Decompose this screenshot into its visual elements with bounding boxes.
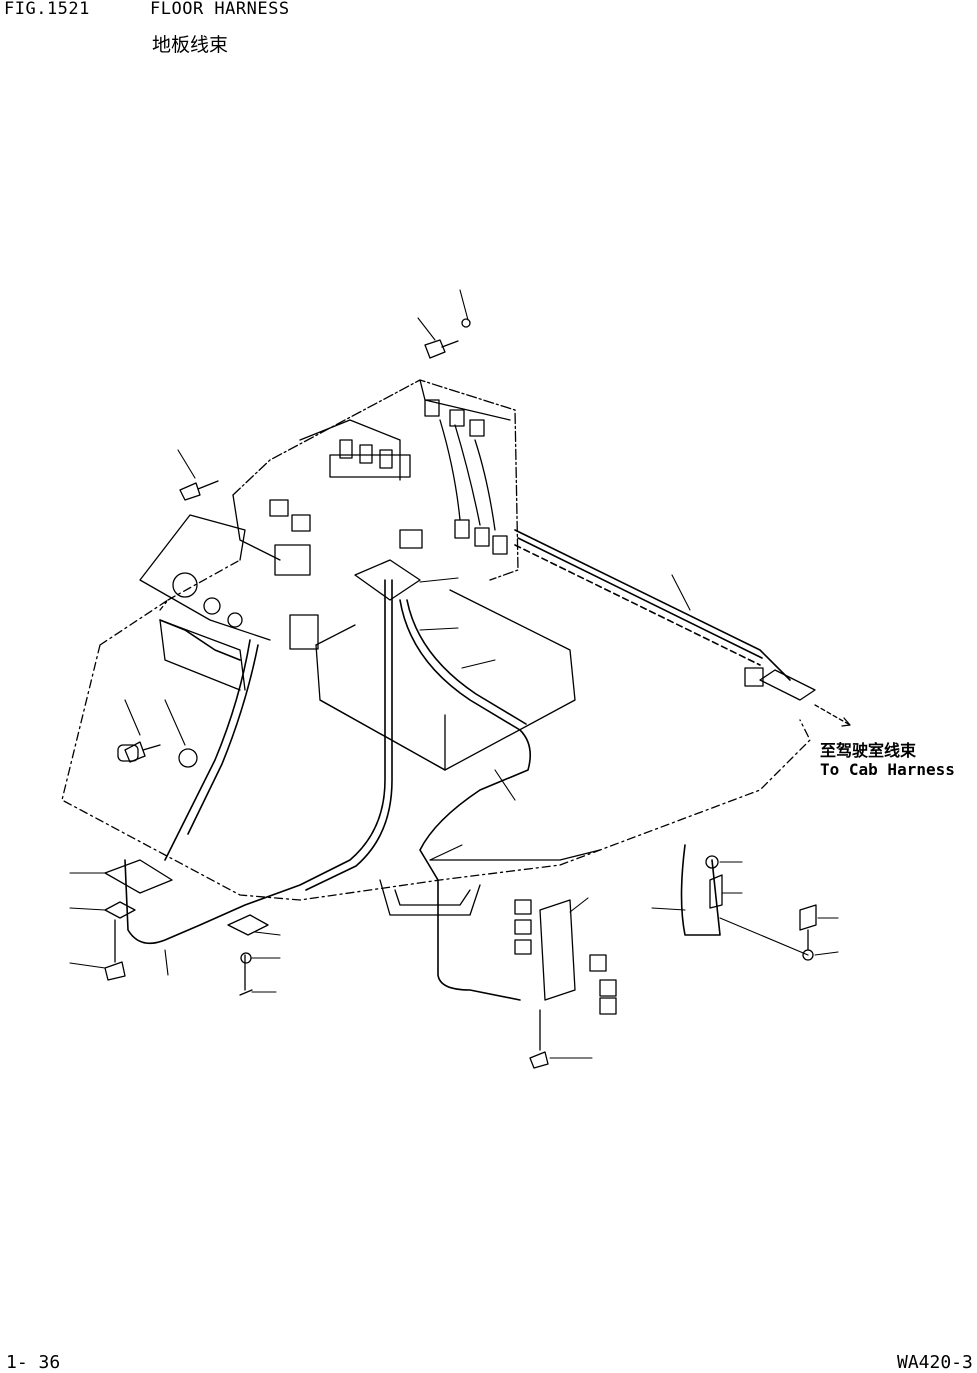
cab-harness-label-chinese: 至驾驶室线束 xyxy=(820,741,917,760)
left-components xyxy=(118,573,242,767)
floor-plate xyxy=(62,560,810,915)
left-panel xyxy=(140,515,270,690)
harness-routes xyxy=(125,530,790,1000)
leader-lines xyxy=(70,290,838,1058)
bolts xyxy=(105,319,816,1068)
control-box xyxy=(233,380,518,580)
right-box-connectors xyxy=(425,400,507,554)
cab-harness-connector xyxy=(745,668,850,726)
figure-number: FIG.1521 xyxy=(4,0,90,19)
console-box xyxy=(316,590,575,770)
cab-harness-label: To Cab Harness xyxy=(820,760,955,779)
page-number: 1- 36 xyxy=(6,1352,61,1373)
model-code: WA420-3 xyxy=(897,1352,973,1373)
figure-title-chinese: 地板线束 xyxy=(152,34,229,56)
brackets xyxy=(105,860,616,1014)
figure-title: FLOOR HARNESS xyxy=(150,0,290,19)
top-connectors xyxy=(270,440,422,649)
